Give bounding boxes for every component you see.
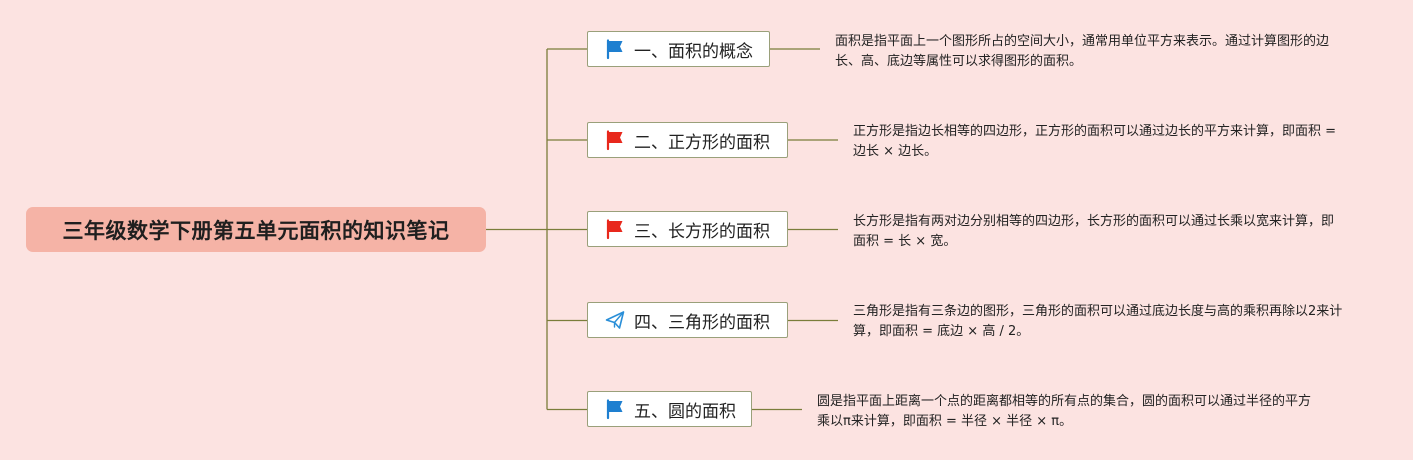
topic-label: 五、圆的面积 [634,401,736,422]
topic-description: 三角形是指有三条边的图形，三角形的面积可以通过底边长度与高的乘积再除以2来计算，… [853,304,1343,339]
red-flag-icon [606,130,623,151]
topic-area-concept[interactable]: 一、面积的概念 [587,31,770,67]
paper-plane-icon [605,311,625,329]
topic-label: 一、面积的概念 [634,41,753,62]
topic-circle-area[interactable]: 五、圆的面积 [587,391,752,427]
topic-description: 正方形是指边长相等的四边形，正方形的面积可以通过边长的平方来计算，即面积 = 边… [853,124,1337,159]
topic-square-area[interactable]: 二、正方形的面积 [587,122,788,158]
topic-label: 三、长方形的面积 [634,221,770,242]
topic-description: 面积是指平面上一个图形所占的空间大小，通常用单位平方来表示。通过计算图形的边长、… [835,34,1330,69]
topic-label: 二、正方形的面积 [634,132,770,153]
blue-flag-icon [606,399,623,420]
root-title: 三年级数学下册第五单元面积的知识笔记 [62,218,450,243]
topic-triangle-area[interactable]: 四、三角形的面积 [587,302,788,338]
blue-flag-icon [606,39,623,60]
topic-description: 圆是指平面上距离一个点的距离都相等的所有点的集合，圆的面积可以通过半径的平方乘以… [817,394,1312,429]
topic-label: 四、三角形的面积 [634,312,770,333]
topic-rectangle-area[interactable]: 三、长方形的面积 [587,211,788,247]
root-topic[interactable]: 三年级数学下册第五单元面积的知识笔记 [26,207,486,252]
topic-description: 长方形是指有两对边分别相等的四边形，长方形的面积可以通过长乘以宽来计算，即面积 … [853,214,1335,249]
red-flag-icon [606,219,623,240]
